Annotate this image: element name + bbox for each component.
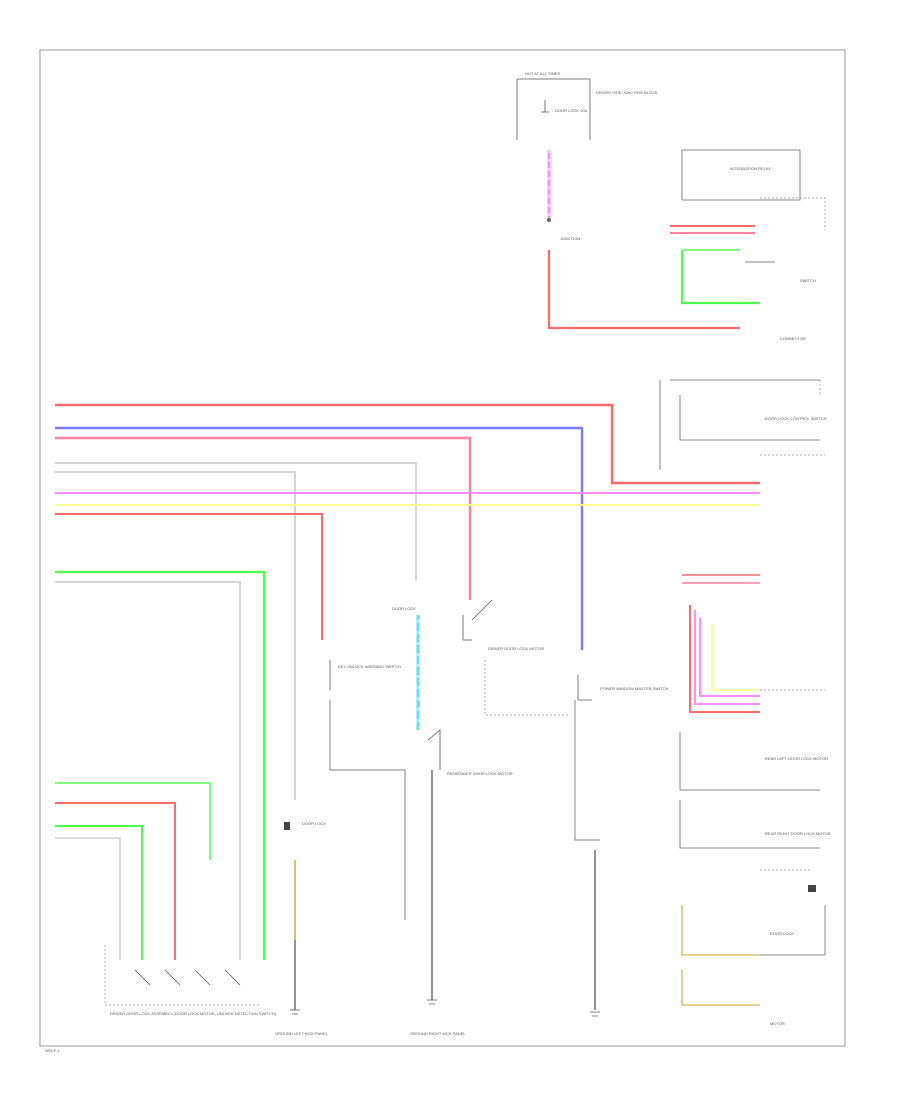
wire-dark-1 xyxy=(329,700,406,920)
svg-text:CONNECTOR: CONNECTOR xyxy=(780,336,806,341)
wire-green-left xyxy=(55,570,266,960)
fuse-block-label: DRIVER SIDE JUNCTION BLOCK xyxy=(596,90,658,95)
integration-relay: INTEGRATION RELAY SWITCH CONNECTOR xyxy=(670,149,826,341)
fuse-sub-label: DOOR LOCK 10A xyxy=(555,108,588,113)
svg-text:MOTOR: MOTOR xyxy=(770,1021,785,1026)
svg-text:JUNCTION: JUNCTION xyxy=(560,236,580,241)
svg-text:REAR RIGHT DOOR LOCK MOTOR: REAR RIGHT DOOR LOCK MOTOR xyxy=(765,831,831,836)
wire-gray-left xyxy=(55,581,241,960)
svg-text:PASSENGER DOOR LOCK MOTOR: PASSENGER DOOR LOCK MOTOR xyxy=(447,771,513,776)
svg-text:DRIVER DOOR LOCK ASSEMBLY (DOO: DRIVER DOOR LOCK ASSEMBLY (DOOR LOCK MOT… xyxy=(110,1011,277,1016)
page-code: W0CF-1 xyxy=(45,1048,61,1053)
wire-red-relay xyxy=(547,250,740,330)
svg-text:GROUND LEFT KICK PANEL: GROUND LEFT KICK PANEL xyxy=(275,1031,329,1036)
driver-door-lock-assembly: DRIVER DOOR LOCK ASSEMBLY (DOOR LOCK MOT… xyxy=(55,782,326,1016)
svg-text:DOOR LOCK: DOOR LOCK xyxy=(770,931,794,936)
svg-text:POWER WINDOW MASTER SWITCH: POWER WINDOW MASTER SWITCH xyxy=(600,686,669,691)
svg-text:DOOR LOCK CONTROL SWITCH: DOOR LOCK CONTROL SWITCH xyxy=(765,416,827,421)
ground-left: GROUND LEFT KICK PANEL xyxy=(275,1009,329,1036)
wire-red-main xyxy=(55,403,760,485)
wire-dark-3 xyxy=(574,700,600,841)
wire-red-branch xyxy=(55,513,323,640)
diagram-frame xyxy=(39,49,846,1047)
connector-box-group-1: DOOR LOCK CONTROL SWITCH xyxy=(659,379,827,470)
svg-text:DRIVER DOOR LOCK MOTOR: DRIVER DOOR LOCK MOTOR xyxy=(488,646,544,651)
fuse-label: HOT AT ALL TIMES xyxy=(525,71,560,76)
mid-switches: DOOR LOCK DRIVER DOOR LOCK MOTOR KEY UNL… xyxy=(329,599,669,776)
ground-right: GROUND RIGHT KICK PANEL xyxy=(410,999,466,1036)
svg-text:INTEGRATION RELAY: INTEGRATION RELAY xyxy=(730,166,771,171)
svg-text:DOOR LOCK: DOOR LOCK xyxy=(302,821,326,826)
svg-text:GROUND RIGHT KICK PANEL: GROUND RIGHT KICK PANEL xyxy=(410,1031,466,1036)
wire-blue-main xyxy=(55,426,584,650)
wire-gray-1 xyxy=(55,462,417,580)
right-connector-stack: REAR LEFT DOOR LOCK MOTOR REAR RIGHT DOO… xyxy=(679,574,831,1026)
svg-text:KEY UNLOCK WARNING SWITCH: KEY UNLOCK WARNING SWITCH xyxy=(338,664,401,669)
fuse-block: HOT AT ALL TIMES DRIVER SIDE JUNCTION BL… xyxy=(516,71,658,140)
wire-pink-main xyxy=(55,436,472,600)
wire-gray-2 xyxy=(55,471,296,800)
svg-text:REAR LEFT DOOR LOCK MOTOR: REAR LEFT DOOR LOCK MOTOR xyxy=(765,756,828,761)
svg-text:SWITCH: SWITCH xyxy=(800,278,816,283)
svg-text:DOOR LOCK: DOOR LOCK xyxy=(392,606,416,611)
